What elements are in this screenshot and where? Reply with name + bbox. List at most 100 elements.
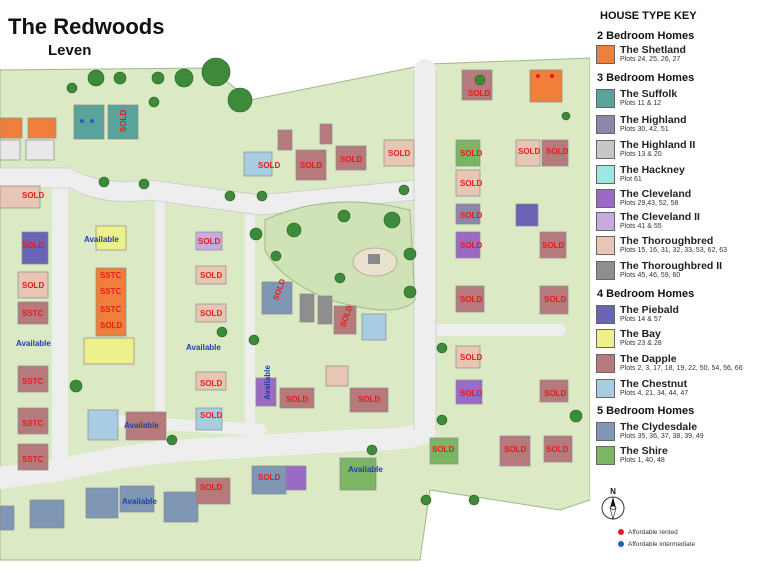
status-sold: SOLD	[460, 389, 482, 398]
status-sstc: SSTC	[22, 377, 44, 386]
key-item-plots: Plots 30, 42, 51	[620, 126, 669, 133]
status-sold: SOLD	[546, 445, 568, 454]
key-item-name: The Clydesdale	[620, 421, 698, 433]
key-item-shire: The Shire Plots 1, 40, 48	[596, 445, 766, 467]
status-sold: SOLD	[22, 191, 44, 200]
status-available: Available	[122, 497, 157, 506]
site-plan-map: SOLD SOLD SOLD SOLD SOLD SOLD SOLD SOLD …	[0, 57, 590, 561]
key-group-heading: 2 Bedroom Homes	[597, 30, 695, 42]
status-sold: SOLD	[460, 295, 482, 304]
key-item-plots: Plots 1, 40, 48	[620, 457, 665, 464]
status-sold: SOLD	[198, 237, 220, 246]
trees	[66, 57, 583, 506]
house-plots	[0, 69, 573, 531]
swatch	[596, 329, 615, 348]
compass-icon: N	[601, 487, 625, 521]
key-item-thoroughbred-ii: The Thoroughbred II Plots 45, 46, 59, 60	[596, 260, 766, 282]
status-sold: SOLD	[544, 389, 566, 398]
swatch	[596, 189, 615, 208]
status-sold: SOLD	[100, 321, 122, 330]
key-title: HOUSE TYPE KEY	[600, 10, 697, 22]
status-sold: SOLD	[200, 379, 222, 388]
key-item-plots: Plots 45, 46, 59, 60	[620, 272, 681, 279]
key-item-highland: The Highland Plots 30, 42, 51	[596, 114, 766, 136]
key-item-plots: Plots 23 & 28	[620, 340, 662, 347]
key-item-plots: Plots 14 & 57	[620, 316, 662, 323]
key-item-plots: Plots 2, 3, 17, 18, 19, 22, 50, 54, 56, …	[620, 365, 743, 372]
status-available: Available	[84, 235, 119, 244]
key-group-heading: 3 Bedroom Homes	[597, 72, 695, 84]
key-item-name: The Bay	[620, 328, 661, 340]
development-title: The Redwoods	[8, 14, 165, 39]
key-item-plots: Plots 13 & 20	[620, 151, 662, 158]
key-group-heading: 4 Bedroom Homes	[597, 288, 695, 300]
status-available: Available	[186, 343, 221, 352]
key-item-name: The Highland	[620, 114, 687, 126]
key-item-plots: Plots 15, 16, 31, 32, 33, 53, 62, 63	[620, 247, 728, 254]
key-item-shetland: The Shetland Plots 24, 25, 26, 27	[596, 44, 766, 66]
status-sold: SOLD	[119, 110, 128, 132]
key-item-name: The Thoroughbred	[620, 235, 714, 247]
key-item-name: The Cleveland II	[620, 211, 700, 223]
key-group-heading: 5 Bedroom Homes	[597, 405, 695, 417]
key-item-thoroughbred: The Thoroughbred Plots 15, 16, 31, 32, 3…	[596, 235, 766, 257]
status-sstc: SSTC	[100, 305, 122, 314]
red-dot-icon	[618, 529, 624, 536]
key-item-cleveland-ii: The Cleveland II Plots 41 & 55	[596, 211, 766, 233]
swatch	[596, 422, 615, 441]
status-sold: SOLD	[340, 155, 362, 164]
status-sold: SOLD	[258, 473, 280, 482]
key-item-plots: Plots 11 & 12	[620, 100, 662, 107]
status-sold: SOLD	[546, 147, 568, 156]
key-item-bay: The Bay Plots 23 & 28	[596, 328, 766, 350]
swatch	[596, 446, 615, 465]
status-available: Available	[16, 339, 51, 348]
status-sold: SOLD	[460, 353, 482, 362]
key-item-name: The Piebald	[620, 304, 679, 316]
key-item-piebald: The Piebald Plots 14 & 57	[596, 304, 766, 326]
legend-affordable-rented: Affordable rented	[618, 529, 678, 536]
swatch	[596, 354, 615, 373]
key-item-plots: Plots 24, 25, 26, 27	[620, 56, 681, 63]
key-item-name: The Cleveland	[620, 188, 692, 200]
park-area	[264, 201, 416, 311]
house-type-key: HOUSE TYPE KEY 2 Bedroom Homes The Shetl…	[592, 0, 768, 576]
key-item-plots: Plot 61	[620, 176, 642, 183]
swatch	[596, 212, 615, 231]
status-sold: SOLD	[200, 483, 222, 492]
swatch	[596, 89, 615, 108]
key-item-name: The Shetland	[620, 44, 686, 56]
status-sold: SOLD	[200, 271, 222, 280]
swatch	[596, 236, 615, 255]
key-item-clydesdale: The Clydesdale Plots 35, 36, 37, 38, 39,…	[596, 421, 766, 443]
status-sstc: SSTC	[100, 287, 122, 296]
key-item-name: The Shire	[620, 445, 668, 457]
status-sold: SOLD	[460, 241, 482, 250]
status-sold: SOLD	[432, 445, 454, 454]
key-item-name: The Chestnut	[620, 378, 688, 390]
key-item-name: The Thoroughbred II	[620, 260, 723, 272]
status-sold: SOLD	[460, 149, 482, 158]
status-sold: SOLD	[258, 161, 280, 170]
legend-affordable-intermediate: Affordable intermediate	[618, 541, 695, 548]
status-sold: SOLD	[544, 295, 566, 304]
key-item-plots: Plots 35, 36, 37, 38, 39, 49	[620, 433, 704, 440]
status-sold: SOLD	[542, 241, 564, 250]
roads	[0, 59, 566, 489]
status-sstc: SSTC	[100, 271, 122, 280]
status-sold: SOLD	[200, 411, 222, 420]
status-sstc: SSTC	[22, 419, 44, 428]
key-item-suffolk: The Suffolk Plots 11 & 12	[596, 88, 766, 110]
swatch	[596, 261, 615, 280]
swatch	[596, 115, 615, 134]
status-sold: SOLD	[518, 147, 540, 156]
swatch	[596, 379, 615, 398]
key-item-dapple: The Dapple Plots 2, 3, 17, 18, 19, 22, 5…	[596, 353, 766, 375]
key-item-name: The Dapple	[620, 353, 677, 365]
status-available: Available	[263, 365, 272, 400]
status-sold: SOLD	[504, 445, 526, 454]
compass-north-label: N	[610, 487, 616, 496]
status-sold: SOLD	[358, 395, 380, 404]
status-sold: SOLD	[460, 211, 482, 220]
blue-dot-icon	[618, 541, 624, 548]
